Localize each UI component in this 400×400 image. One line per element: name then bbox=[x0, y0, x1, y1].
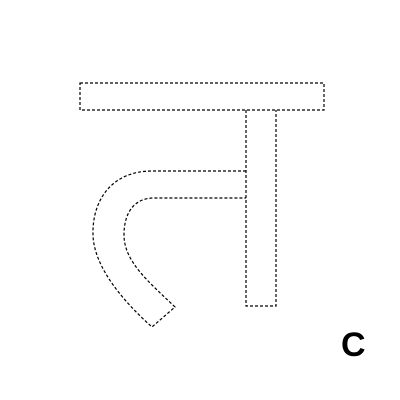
headline-bar-outline bbox=[79, 82, 325, 111]
corner-label: C bbox=[341, 326, 366, 364]
stem-and-loop-outline bbox=[92, 110, 277, 328]
